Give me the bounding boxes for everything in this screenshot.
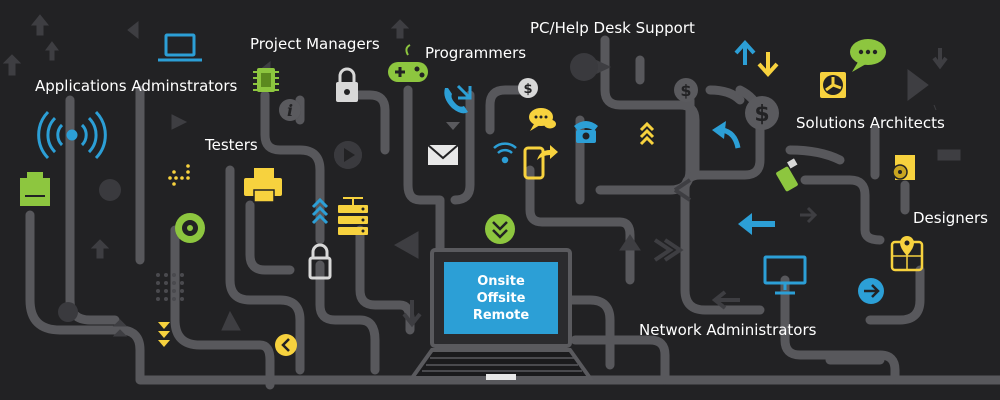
gamepad-icon xyxy=(388,44,428,82)
label-testers: Testers xyxy=(205,136,258,154)
disc-document-icon xyxy=(892,155,915,180)
label-network-administrators: Network Administrators xyxy=(639,321,817,339)
dot-grid xyxy=(156,273,184,301)
down-arrow-yellow-icon xyxy=(757,52,779,77)
play-circle-icon xyxy=(334,141,362,169)
dollar-large-icon: $ $ xyxy=(674,78,779,130)
lock-outline-icon xyxy=(308,243,332,280)
chat-bubble-icon xyxy=(529,108,556,131)
svg-text:$: $ xyxy=(523,82,532,97)
curved-arrow-icon xyxy=(712,121,741,149)
dotted-arrow-icon xyxy=(168,164,190,186)
down-arrow-icon xyxy=(446,122,460,130)
cooling-fan-icon xyxy=(820,72,846,98)
map-pin-icon xyxy=(890,236,924,272)
mobile-share-icon xyxy=(523,145,558,180)
label-programmers: Programmers xyxy=(425,44,527,62)
telephone-icon xyxy=(574,121,598,143)
screen-line-onsite: Onsite xyxy=(477,273,525,289)
chevrons-down-circle-icon xyxy=(485,214,515,244)
cpu-chip-icon xyxy=(253,68,279,92)
cd-disc-icon xyxy=(175,213,205,243)
left-arrow-icon xyxy=(738,213,775,235)
wireless-signal-icon xyxy=(37,110,107,160)
screen-line-offsite: Offsite xyxy=(476,290,526,306)
screen-line-remote: Remote xyxy=(472,307,530,323)
label-applications-administrators: Applications Adminstrators xyxy=(35,77,238,95)
monitor-icon xyxy=(763,255,807,295)
info-icon: i xyxy=(279,99,301,121)
dollar-icon: $ xyxy=(518,78,538,98)
chevrons-up-icon xyxy=(639,121,655,146)
label-designers: Designers xyxy=(913,209,988,227)
back-circle-icon xyxy=(275,334,297,356)
laptop-screen-text: Onsite Offsite Remote xyxy=(444,262,558,334)
background-arrows xyxy=(2,14,961,337)
server-icon xyxy=(338,197,368,235)
ethernet-port-icon xyxy=(20,172,50,206)
label-help-desk-support: PC/Help Desk Support xyxy=(530,19,695,37)
phone-call-icon xyxy=(444,84,472,114)
usb-drive-icon xyxy=(776,158,798,192)
central-laptop xyxy=(408,248,594,380)
chat-icon xyxy=(850,39,886,72)
up-arrow-icon xyxy=(734,40,756,65)
svg-text:i: i xyxy=(287,101,293,120)
printer-icon xyxy=(244,168,282,203)
wifi-icon xyxy=(493,142,517,164)
svg-text:$: $ xyxy=(680,81,691,100)
label-solutions-architects: Solutions Architects xyxy=(796,114,945,132)
padlock-icon xyxy=(336,67,358,102)
chevrons-down-icon xyxy=(158,322,170,347)
chevrons-up-blue-icon xyxy=(311,197,329,225)
connection-lines xyxy=(25,35,1000,390)
right-arrow-circle-icon xyxy=(858,278,884,304)
label-project-managers: Project Managers xyxy=(250,35,380,53)
envelope-icon xyxy=(427,144,459,165)
svg-text:$: $ xyxy=(754,102,769,127)
laptop-icon xyxy=(158,33,202,62)
